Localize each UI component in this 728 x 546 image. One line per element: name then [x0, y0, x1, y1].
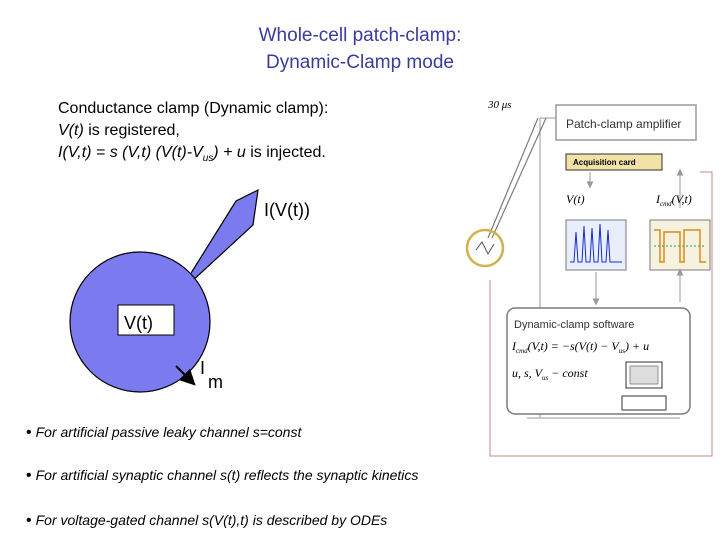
time-scale-label: 30 μs	[487, 99, 512, 111]
page-title-line2: Dynamic-Clamp mode	[266, 52, 454, 73]
eq-left: I	[511, 339, 517, 353]
injected-equation: I(V,t) = s (V,t) (V(t)-V	[58, 144, 203, 161]
amplifier-box	[555, 104, 697, 141]
cell-voltage-label: V(t)	[124, 313, 153, 333]
software-equation: Icmd(V,t) = −s(V(t) − Vus) + u	[511, 339, 649, 355]
setup-pipette-right	[491, 117, 547, 239]
setup-cell-icon	[465, 228, 505, 268]
eq-right: (V,t) = −s(V(t) − V	[528, 339, 621, 353]
v-signal-label: V(t)	[566, 192, 585, 206]
return-line	[489, 280, 680, 457]
voltage-label-box	[117, 304, 175, 336]
i-signal-sub: cmd	[660, 200, 672, 208]
setup-schematic	[465, 104, 713, 457]
i-signal-main: I	[655, 192, 661, 206]
eq-right-tail: ) + u	[624, 339, 649, 353]
acquisition-card-label: Acquisition card	[573, 158, 636, 167]
bullet-item: •For voltage-gated channel s(V(t),t) is …	[26, 512, 388, 529]
computer-screen	[629, 365, 659, 385]
cell-diagram	[69, 188, 259, 393]
description-line1: Conductance clamp (Dynamic clamp):	[58, 100, 329, 117]
bullet-text: For artificial passive leaky channel s=c…	[35, 424, 302, 440]
bullet-item: •For artificial synaptic channel s(t) re…	[26, 467, 419, 484]
membrane-current-arrow	[175, 365, 196, 386]
description-line3: I(V,t) = s (V,t) (V(t)-Vus) + u is injec…	[58, 142, 326, 170]
keyboard-icon	[621, 395, 667, 411]
const-sub: us	[542, 374, 549, 382]
software-label: Dynamic-clamp software	[514, 319, 634, 331]
voltage-var: V(t)	[58, 122, 84, 139]
const-tail: − const	[548, 366, 588, 380]
description-line2-rest: is registered,	[83, 122, 180, 139]
eq-left-sub: cmd	[516, 347, 528, 355]
pipette-current-label: I(V(t))	[264, 200, 310, 220]
bullet-text: For artificial synaptic channel s(t) ref…	[35, 467, 419, 483]
bullet-item: •For artificial passive leaky channel s=…	[26, 424, 302, 441]
equation-subscript: us	[202, 153, 214, 165]
command-line	[680, 171, 713, 457]
page-title-line1: Whole-cell patch-clamp:	[258, 25, 462, 46]
voltage-trace	[570, 223, 622, 263]
acquisition-card-box	[565, 153, 663, 171]
i-signal-args: (V,t)	[672, 192, 692, 206]
description-line3-rest: is injected.	[245, 144, 326, 161]
equation-close: ) + u	[213, 144, 246, 161]
eq-right-sub: us	[619, 347, 626, 355]
resistor-icon	[475, 241, 495, 256]
description-line2: V(t) is registered,	[58, 120, 180, 142]
membrane-current-label: I	[200, 358, 205, 378]
constants-line: u, s, Vus − const	[512, 366, 588, 382]
i-signal-label: Icmd(V,t)	[655, 192, 692, 208]
pipette-shape	[177, 188, 259, 295]
membrane-current-subscript: m	[208, 372, 223, 392]
bullet-text: For voltage-gated channel s(V(t),t) is d…	[35, 512, 388, 528]
current-trace	[654, 229, 706, 263]
setup-pipette-left	[487, 117, 539, 239]
amplifier-label: Patch-clamp amplifier	[566, 117, 681, 131]
const-main: u, s, V	[512, 366, 544, 380]
